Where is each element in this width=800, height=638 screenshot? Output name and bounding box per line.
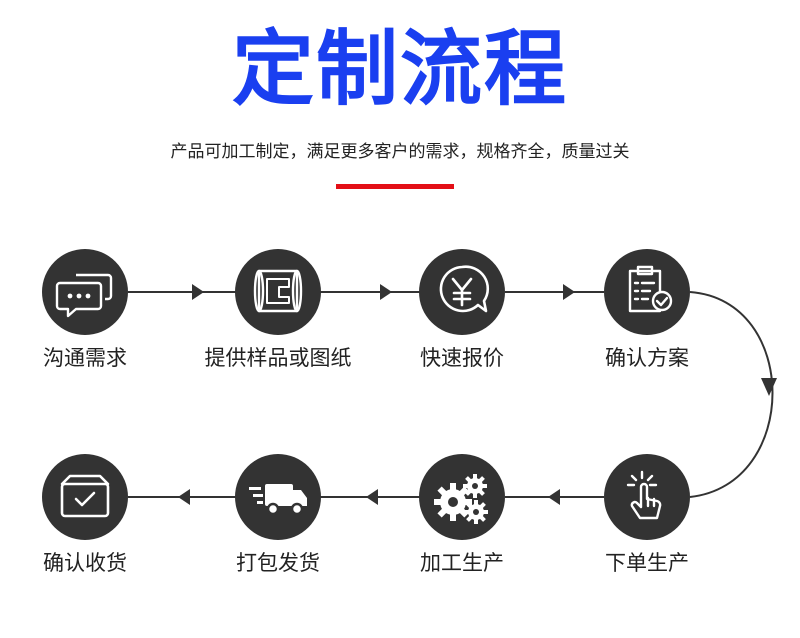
received-box-icon bbox=[60, 474, 110, 518]
step-5-circle bbox=[604, 454, 690, 540]
step-7-circle bbox=[235, 454, 321, 540]
accent-divider bbox=[336, 184, 454, 189]
step-5-label: 下单生产 bbox=[605, 551, 689, 575]
page-subtitle: 产品可加工制定，满足更多客户的需求，规格齐全，质量过关 bbox=[170, 142, 630, 162]
step-7-label: 打包发货 bbox=[236, 551, 320, 575]
clipboard-check-icon bbox=[628, 265, 673, 313]
chat-bubbles-icon bbox=[55, 273, 113, 318]
gears-icon bbox=[434, 474, 488, 524]
step-2-label: 提供样品或图纸 bbox=[204, 346, 352, 370]
arrow-head-3 bbox=[563, 284, 575, 300]
step-3-circle bbox=[419, 249, 505, 335]
tap-finger-icon bbox=[626, 470, 662, 520]
arrow-head-1 bbox=[192, 284, 204, 300]
connector-4-5 bbox=[689, 291, 774, 498]
arrow-head-6 bbox=[366, 489, 378, 505]
step-1-label: 沟通需求 bbox=[43, 346, 127, 370]
blueprint-scroll-icon bbox=[253, 269, 303, 313]
step-8-label: 确认收货 bbox=[43, 551, 127, 575]
step-6-label: 加工生产 bbox=[420, 551, 504, 575]
arrow-head-7 bbox=[178, 489, 190, 505]
page-title: 定制流程 bbox=[231, 22, 568, 117]
step-1-circle bbox=[42, 249, 128, 335]
step-4-label: 确认方案 bbox=[605, 346, 689, 370]
step-4-circle bbox=[604, 249, 690, 335]
step-6-circle bbox=[419, 454, 505, 540]
delivery-truck-icon bbox=[249, 484, 307, 516]
arrow-head-2 bbox=[380, 284, 392, 300]
step-8-circle bbox=[42, 454, 128, 540]
step-2-circle bbox=[235, 249, 321, 335]
step-3-label: 快速报价 bbox=[420, 346, 504, 370]
arrow-head-5 bbox=[548, 489, 560, 505]
arrow-head-4 bbox=[761, 378, 777, 396]
yuan-quote-icon bbox=[439, 265, 490, 313]
